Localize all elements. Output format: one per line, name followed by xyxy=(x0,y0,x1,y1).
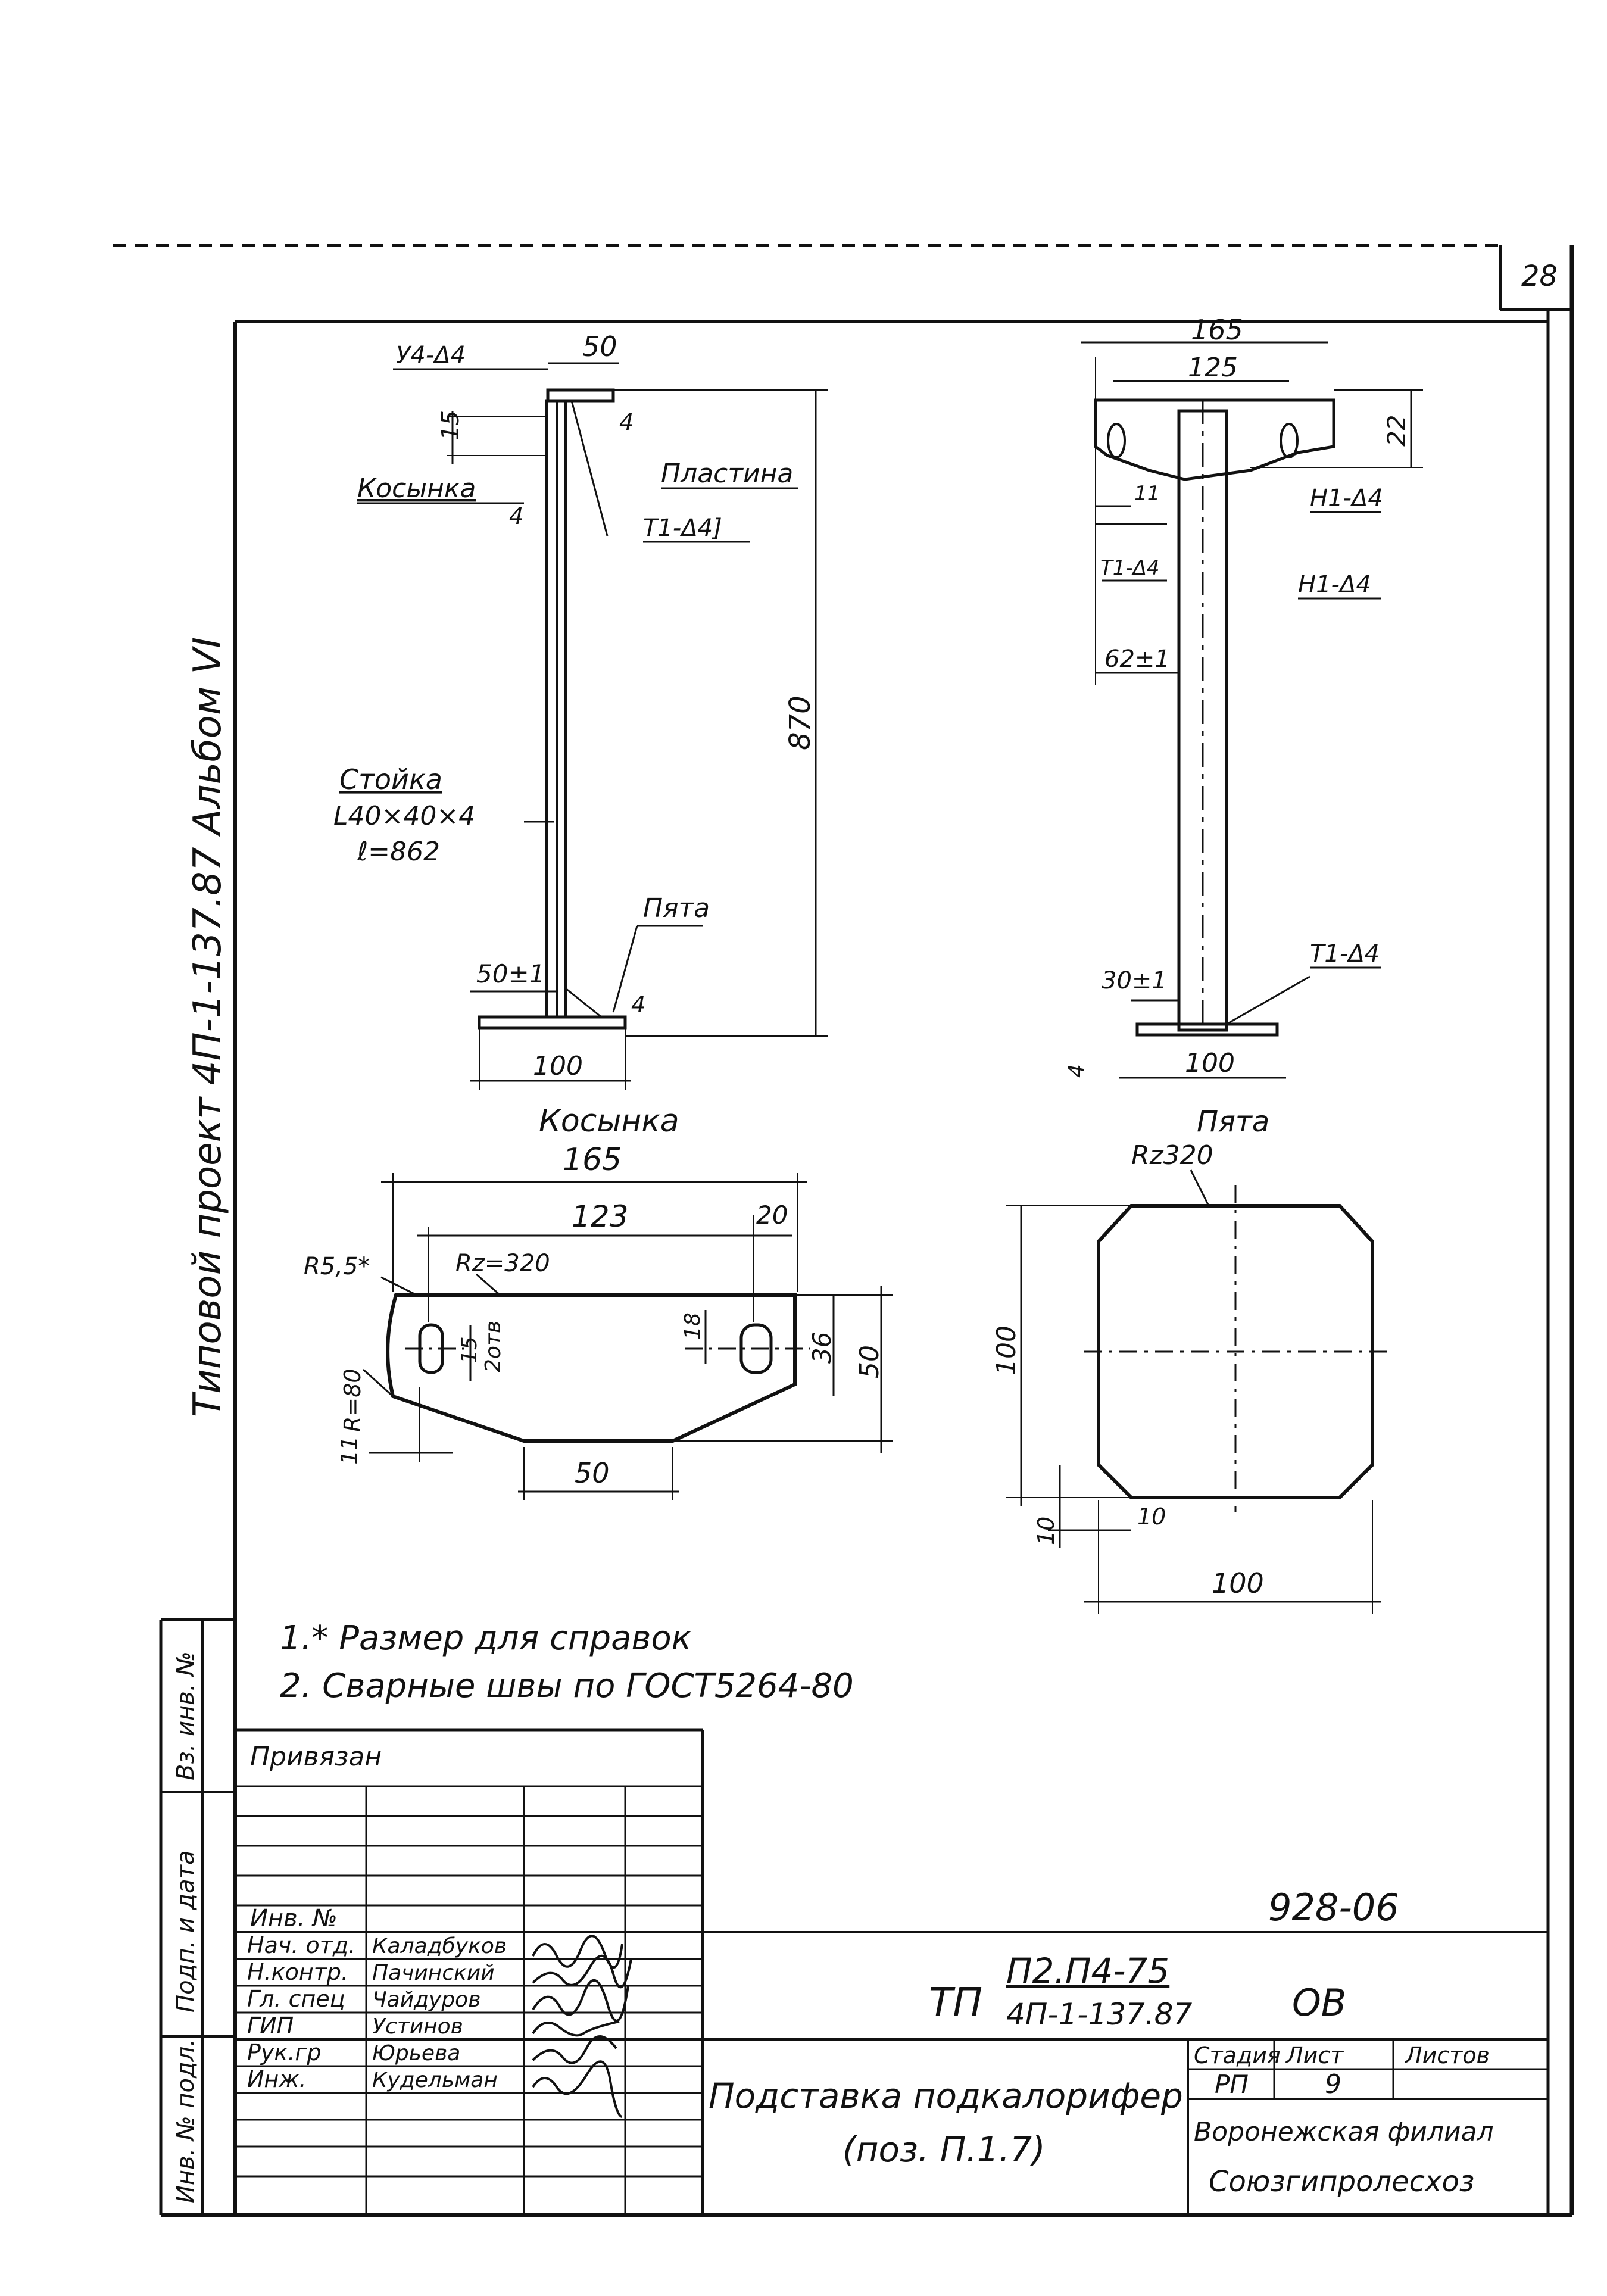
sig-role-3: Гл. спец xyxy=(247,1986,345,2012)
kos-dim-36: 36 xyxy=(807,1332,837,1364)
v1-weld-t1: Т1-Δ4] xyxy=(643,514,722,542)
signature-scribbles xyxy=(532,1935,632,2118)
v1-dim-50: 50 xyxy=(582,330,617,363)
left-stamp xyxy=(161,1618,235,2215)
side-title: Типовой проект 4П-1-137.87 Альбом VI xyxy=(186,637,230,1417)
kos-rz: Rz=320 xyxy=(455,1250,550,1277)
v1-pyata-label: Пята xyxy=(643,893,710,924)
pya-dim-100-left: 100 xyxy=(991,1325,1022,1375)
v1-weld-top: У4-Δ4 xyxy=(396,342,466,369)
kos-holes: 2отв xyxy=(481,1321,505,1372)
note-2: 2. Сварные швы по ГОСТ5264-80 xyxy=(280,1667,854,1705)
drawing-title-line1: Подставка подкалорифер xyxy=(709,2076,1183,2116)
v1-dim-4-bottom: 4 xyxy=(631,991,645,1018)
page-number: 28 xyxy=(1521,260,1558,293)
sig-role-2: Н.контр. xyxy=(247,1959,348,1985)
doc-number-code: 928-06 xyxy=(1268,1886,1399,1929)
sig-role-6: Инж. xyxy=(247,2066,307,2092)
v1-dim-50pm: 50±1 xyxy=(476,959,545,988)
sig-name-2: Пачинский xyxy=(372,1961,495,1985)
sig-name-6: Кудельман xyxy=(372,2068,498,2092)
kosynka-title: Косынка xyxy=(539,1103,679,1139)
pyata-title: Пята xyxy=(1197,1105,1269,1138)
v2-dim-125: 125 xyxy=(1188,352,1238,383)
note-1: 1.* Размер для справок xyxy=(280,1619,692,1658)
stamp-vz-inv: Вз. инв. № xyxy=(172,1651,199,1780)
pyata-outline xyxy=(1006,1169,1387,1614)
v1-stoika-label: Стойка xyxy=(339,763,442,796)
v1-kosynka-label: Косынка xyxy=(357,473,476,504)
sig-name-4: Устинов xyxy=(372,2014,463,2039)
kos-r55: R5,5* xyxy=(304,1253,370,1280)
kos-dim-165: 165 xyxy=(563,1142,622,1178)
kos-r80: R=80 xyxy=(339,1368,366,1432)
drawing-title-line2: (поз. П.1.7) xyxy=(842,2129,1046,2170)
kos-dim-11: 11 xyxy=(336,1436,363,1465)
pya-dim-100-bottom: 100 xyxy=(1212,1567,1264,1599)
kos-dim-18: 18 xyxy=(681,1312,705,1340)
sheets-header: Листов xyxy=(1404,2042,1490,2069)
inv-no: Инв. № xyxy=(250,1905,338,1932)
doc-prefix: ТП xyxy=(929,1979,982,2025)
v1-dim-4-left: 4 xyxy=(509,503,523,529)
stamp-inv-podl: Инв. № подл. xyxy=(172,2039,199,2203)
stage-value: РП xyxy=(1215,2070,1249,2099)
sig-role-4: ГИП xyxy=(247,2013,294,2039)
kos-dim-50-right: 50 xyxy=(854,1345,885,1378)
sheet-header: Лист xyxy=(1285,2042,1344,2069)
kosynka-outline xyxy=(362,1173,893,1500)
view-2-elevation xyxy=(1081,341,1423,1079)
sig-role-1: Нач. отд. xyxy=(247,1932,355,1958)
v2-dim-165: 165 xyxy=(1191,314,1243,346)
v1-plastina-label: Пластина xyxy=(661,458,793,489)
sheet-frame xyxy=(159,245,1574,2217)
pya-dim-10a: 10 xyxy=(1033,1517,1059,1545)
kos-dim-20: 20 xyxy=(756,1200,788,1230)
v1-dim-100: 100 xyxy=(533,1051,583,1081)
v2-dim-4: 4 xyxy=(1065,1064,1089,1078)
view-1-elevation xyxy=(357,362,828,1090)
v2-dim-30: 30±1 xyxy=(1102,967,1167,994)
privyazan: Привязан xyxy=(250,1742,382,1772)
v1-length: ℓ=862 xyxy=(357,837,440,867)
sig-name-1: Каладбуков xyxy=(372,1934,507,1958)
sig-name-3: Чайдуров xyxy=(372,1988,480,2012)
kos-dim-15: 15 xyxy=(457,1336,482,1364)
sig-role-5: Рук.гр xyxy=(247,2039,322,2066)
v1-profile: L40×40×4 xyxy=(333,801,475,831)
sig-name-5: Юрьева xyxy=(372,2041,460,2066)
doc-suffix: ОВ xyxy=(1292,1981,1346,2024)
v1-dim-15: 15 xyxy=(437,410,464,441)
stage-header: Стадия xyxy=(1194,2042,1281,2069)
sheet-value: 9 xyxy=(1325,2069,1341,2100)
org-line1: Воронежская филиал xyxy=(1194,2117,1494,2147)
v1-dim-870: 870 xyxy=(784,695,817,750)
v2-dim-11: 11 xyxy=(1134,482,1160,506)
v2-dim-62: 62±1 xyxy=(1104,645,1170,673)
org-line2: Союзгипролесхоз xyxy=(1209,2165,1474,2198)
v1-dim-4-right: 4 xyxy=(619,409,634,435)
title-block xyxy=(235,1728,1548,2215)
v2-weld-h1a: Н1-Δ4 xyxy=(1310,485,1383,512)
doc-code-top: П2.П4-75 xyxy=(1006,1951,1169,1991)
pya-dim-10b: 10 xyxy=(1137,1503,1166,1530)
v2-dim-100: 100 xyxy=(1185,1048,1235,1078)
v2-weld-t1: Т1-Δ4 xyxy=(1100,556,1160,580)
pyata-rz: Rz320 xyxy=(1131,1140,1213,1171)
v2-dim-22: 22 xyxy=(1382,415,1411,447)
kos-dim-50-bottom: 50 xyxy=(575,1457,610,1489)
kos-dim-123: 123 xyxy=(572,1199,628,1234)
doc-code-bottom: 4П-1-137.87 xyxy=(1006,1997,1192,2032)
stamp-podp-data: Подп. и дата xyxy=(172,1851,199,2013)
v2-weld-t1-bottom: Т1-Δ4 xyxy=(1310,940,1380,968)
v2-weld-h1b: Н1-Δ4 xyxy=(1298,571,1371,598)
